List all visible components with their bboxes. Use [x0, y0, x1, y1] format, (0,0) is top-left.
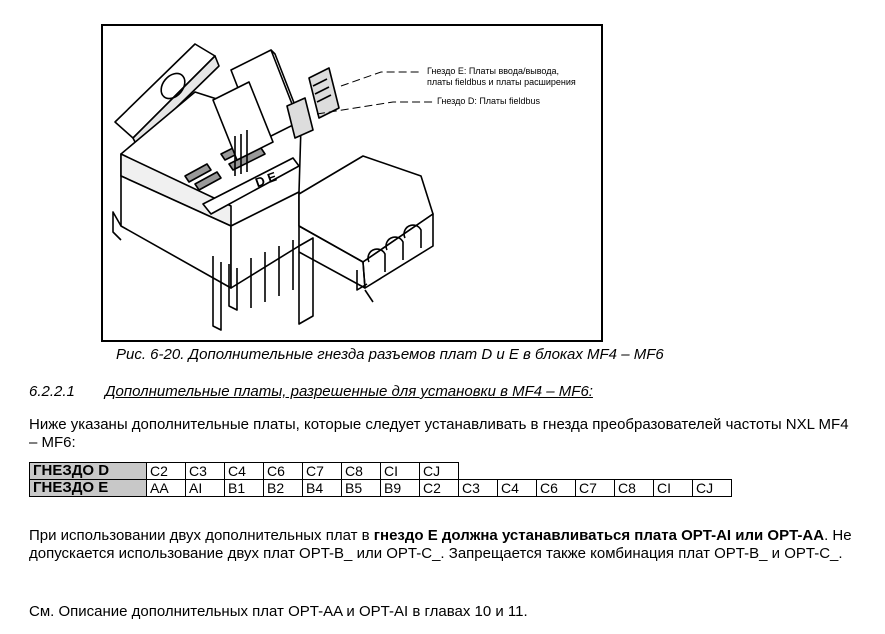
- slot-table: ГНЕЗДО D C2 C3 C4 C6 C7 C8 CI CJ ГНЕЗДО …: [29, 462, 732, 497]
- section-number: 6.2.2.1: [29, 383, 75, 400]
- table-cell: B5: [341, 479, 381, 497]
- paragraph-reference: См. Описание дополнительных плат OPT-AA …: [29, 603, 528, 620]
- callout-slot-d: Гнездо D: Платы fieldbus: [437, 96, 540, 106]
- callout-slot-e-line1: Гнездо Е: Платы ввода/вывода,: [427, 66, 559, 76]
- row-header-slot-d: ГНЕЗДО D: [29, 462, 147, 480]
- table-cell: C6: [263, 462, 303, 480]
- table-cell: AA: [146, 479, 186, 497]
- usage-text-bold: гнездо E должна устанавливаться плата OP…: [373, 527, 825, 544]
- table-cell: AI: [185, 479, 225, 497]
- table-cell: C8: [614, 479, 654, 497]
- usage-text-1: При использовании двух дополнительных пл…: [29, 527, 374, 544]
- callout-slot-e-line2: платы fieldbus и платы расширения: [427, 77, 576, 87]
- figure-frame: Гнездо Е: Платы ввода/вывода, платы fiel…: [101, 24, 603, 342]
- usage-text-2: . Не допускается использование двух плат…: [29, 527, 852, 562]
- row-header-slot-e: ГНЕЗДО E: [29, 479, 147, 497]
- table-cell: C6: [536, 479, 576, 497]
- section-title: Дополнительные платы, разрешенные для ус…: [105, 383, 593, 400]
- table-cell: C3: [185, 462, 225, 480]
- table-cell: CJ: [692, 479, 732, 497]
- table-cell: C2: [419, 479, 459, 497]
- figure-caption: Рис. 6-20. Дополнительные гнезда разъемо…: [116, 346, 664, 363]
- table-cell: B4: [302, 479, 342, 497]
- intro-paragraph: Ниже указаны дополнительные платы, котор…: [29, 416, 849, 451]
- section-heading: 6.2.2.1 Дополнительные платы, разрешенные…: [29, 383, 593, 400]
- table-cell: B9: [380, 479, 420, 497]
- table-cell: C8: [341, 462, 381, 480]
- table-cell: C7: [302, 462, 342, 480]
- table-cell: B2: [263, 479, 303, 497]
- table-cell: C3: [458, 479, 498, 497]
- table-row-slot-d: ГНЕЗДО D C2 C3 C4 C6 C7 C8 CI CJ: [29, 462, 732, 480]
- table-cell: C4: [497, 479, 537, 497]
- table-cell: CJ: [419, 462, 459, 480]
- drive-unit-illustration: [112, 43, 434, 331]
- table-row-slot-e: ГНЕЗДО E AA AI B1 B2 B4 B5 B9 C2 C3 C4 C…: [29, 479, 732, 497]
- table-cell: C4: [224, 462, 264, 480]
- table-cell: B1: [224, 479, 264, 497]
- table-empty: [458, 462, 732, 480]
- table-cell: C7: [575, 479, 615, 497]
- table-cell: CI: [380, 462, 420, 480]
- paragraph-usage: При использовании двух дополнительных пл…: [29, 527, 859, 563]
- table-cell: C2: [146, 462, 186, 480]
- table-cell: CI: [653, 479, 693, 497]
